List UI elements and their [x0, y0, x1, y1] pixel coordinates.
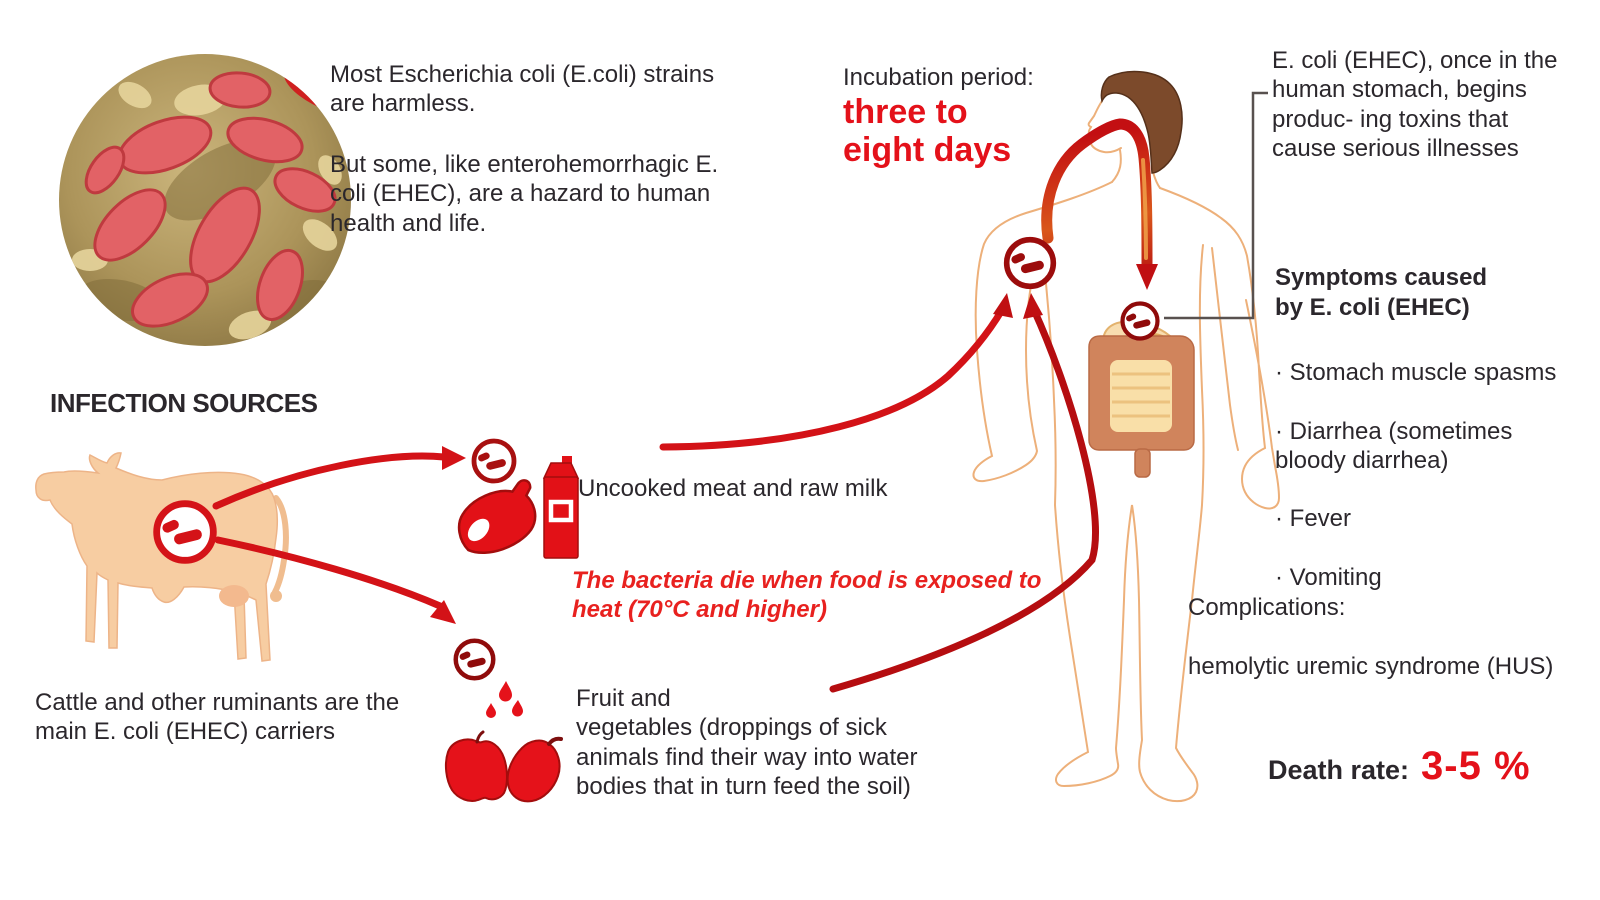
bacteria-badge-produce — [456, 641, 494, 679]
bacteria-badge-cow — [157, 504, 214, 561]
cow-silhouette — [35, 452, 289, 662]
ham-meat-icon — [457, 479, 537, 555]
meat-milk-label: Uncooked meat and raw milk — [578, 475, 888, 502]
heat-note: The bacteria die when food is exposed to… — [572, 567, 1042, 624]
hair — [1100, 70, 1183, 174]
stomach-note: E. coli (EHEC), once in the human stomac… — [1272, 47, 1558, 162]
intro-paragraph-1: Most Escherichia coli (E.coli) strains a… — [330, 61, 715, 118]
arrow-mouth-to-stomach — [1041, 118, 1153, 272]
droplets-icon — [486, 681, 523, 718]
infection-sources-title: INFECTION SOURCES — [50, 388, 318, 418]
produce-label: Fruit and vegetables (droppings of sick … — [576, 685, 918, 800]
arrow-meat-to-body — [659, 306, 1006, 451]
arrow-cow-to-produce — [214, 536, 444, 610]
complications-block: Complications: hemolytic uremic syndrome… — [1188, 564, 1600, 710]
complications-value: hemolytic uremic syndrome (HUS) — [1188, 652, 1554, 680]
arrowhead — [1023, 293, 1043, 319]
symptom-item: · Vomiting — [1275, 563, 1382, 591]
human-body-outline — [972, 100, 1281, 803]
ecoli-micrograph — [59, 54, 351, 346]
symptom-item: · Fever — [1275, 505, 1352, 533]
arrowhead — [430, 600, 456, 624]
death-rate: Death rate: 3-5 % — [1268, 742, 1531, 791]
symptoms-block: Symptoms caused by E. coli (EHEC) · Stom… — [1275, 234, 1600, 621]
arrow-cow-to-meat — [212, 452, 448, 510]
symptoms-title: Symptoms caused by E. coli (EHEC) — [1275, 264, 1488, 321]
arrowhead — [993, 293, 1013, 318]
arrowhead — [1136, 264, 1158, 290]
symptom-item: · Stomach muscle spasms — [1275, 359, 1557, 387]
milk-carton-icon — [542, 456, 580, 559]
death-rate-label: Death rate: — [1268, 755, 1410, 785]
large-intestine — [1088, 335, 1195, 478]
intro-paragraph-2: But some, like enterohemorrhagic E. coli… — [330, 151, 719, 237]
pepper-icon — [506, 736, 563, 803]
stomach-and-intestine — [1088, 320, 1195, 478]
complications-label: Complications: — [1188, 594, 1346, 622]
bacteria-badge-stomach — [1123, 304, 1158, 339]
incubation-value: three to eight days — [843, 93, 1012, 170]
arrowhead — [442, 446, 466, 470]
bacteria-badge-shoulder — [1007, 240, 1054, 287]
cattle-note: Cattle and other ruminants are the main … — [35, 689, 400, 746]
apple-icon — [444, 730, 508, 802]
arrow-produce-to-body — [829, 306, 1099, 693]
transmission-arrows — [212, 118, 1158, 693]
symptom-item: · Diarrhea (sometimes bloody diarrhea) — [1275, 417, 1513, 474]
incubation-label: Incubation period: — [843, 64, 1034, 91]
stomach-callout-line — [1164, 91, 1268, 320]
death-rate-value: 3-5 % — [1421, 744, 1531, 788]
bacteria-badge-meat — [474, 441, 514, 481]
